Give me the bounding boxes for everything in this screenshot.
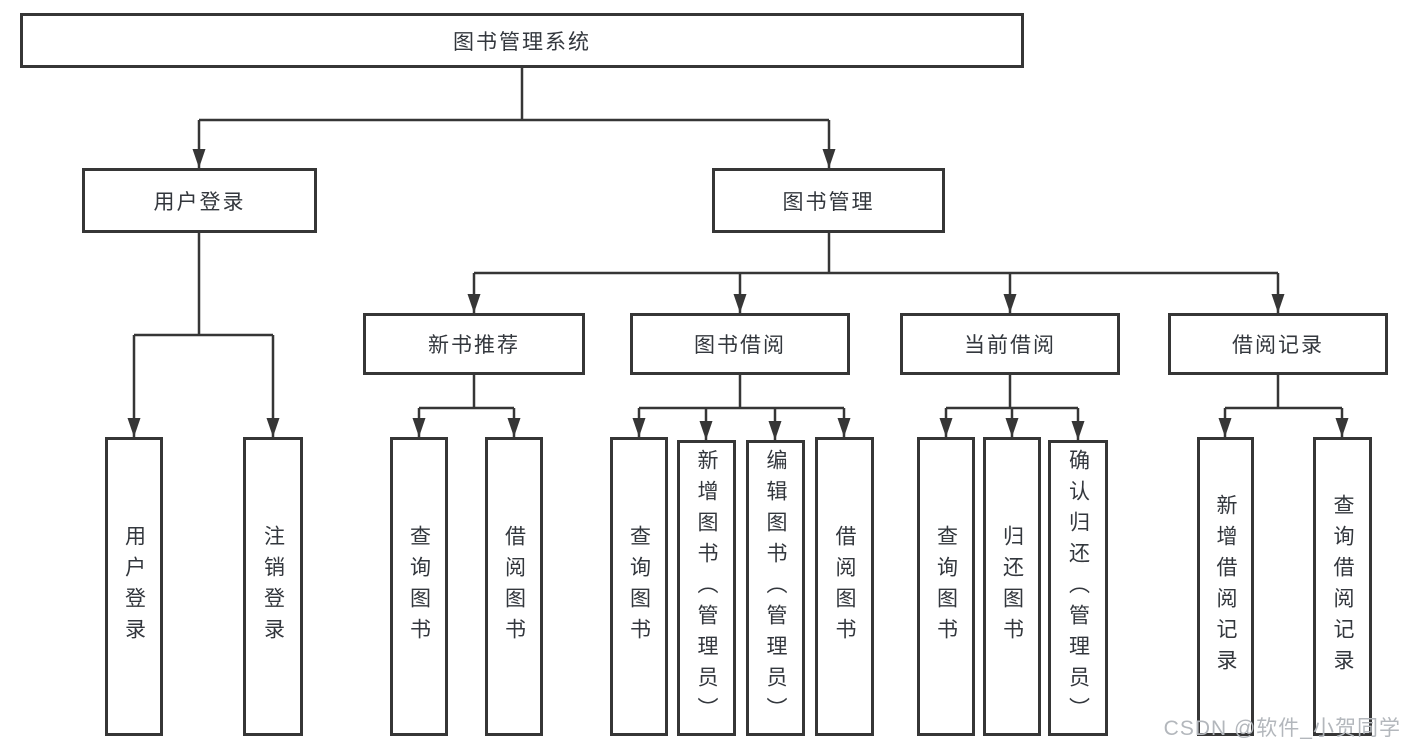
node-leaf-borrow-books: 借阅图书 [815, 437, 874, 736]
node-book-management: 图书管理 [712, 168, 945, 233]
node-borrow-records: 借阅记录 [1168, 313, 1388, 375]
node-current-borrow: 当前借阅 [900, 313, 1120, 375]
node-leaf-add-book-admin: 新增图书（管理员） [677, 440, 736, 736]
node-library-system: 图书管理系统 [20, 13, 1024, 68]
node-leaf-add-borrow-record: 新增借阅记录 [1197, 437, 1254, 736]
node-leaf-user-login: 用户登录 [105, 437, 163, 736]
node-leaf-query-borrow-record: 查询借阅记录 [1313, 437, 1372, 736]
node-leaf-return-books: 归还图书 [983, 437, 1041, 736]
node-new-book-recommend: 新书推荐 [363, 313, 585, 375]
node-user-login: 用户登录 [82, 168, 317, 233]
node-leaf-logout: 注销登录 [243, 437, 303, 736]
node-leaf-query-books-recommend: 查询图书 [390, 437, 448, 736]
node-leaf-query-books-current: 查询图书 [917, 437, 975, 736]
node-leaf-borrow-books-recommend: 借阅图书 [485, 437, 543, 736]
node-leaf-query-books-borrow: 查询图书 [610, 437, 668, 736]
node-leaf-confirm-return-admin: 确认归还（管理员） [1048, 440, 1108, 736]
node-book-borrow: 图书借阅 [630, 313, 850, 375]
node-leaf-edit-book-admin: 编辑图书（管理员） [746, 440, 805, 736]
